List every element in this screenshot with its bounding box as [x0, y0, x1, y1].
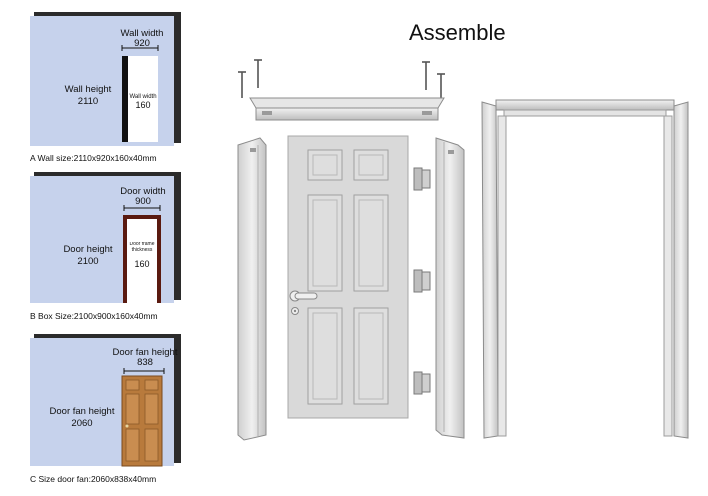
door-leaf [287, 135, 409, 419]
wall-opening [128, 56, 158, 142]
caption-box-size: B Box Size:2100x900x160x40mm [30, 311, 158, 321]
door-frame-thickness-label: Door frame thickness [129, 242, 155, 253]
screw-icon [238, 71, 246, 98]
door-frame-thickness-value: 160 [134, 259, 149, 269]
door-fan-height-value: 2060 [71, 418, 92, 429]
hinge-icon [413, 167, 431, 191]
door-width-label: Door width [120, 186, 165, 197]
wall-height-label: Wall height [65, 84, 112, 95]
wall-width-label: Wall width [121, 28, 164, 39]
panel-door-fan: Door fan height 838 Door fan height 2060 [30, 334, 181, 468]
assembly-diagram [237, 59, 689, 441]
frame-header-piece [249, 97, 445, 121]
wall-width-value: 920 [134, 38, 150, 49]
door-fan-height-label: Door fan height [50, 406, 115, 417]
screw-icon [422, 61, 430, 90]
screw-icon [254, 59, 262, 88]
door-box-opening [127, 219, 157, 303]
wall-height-value: 2110 [78, 96, 98, 107]
door-fan-width-value: 838 [137, 357, 153, 368]
left-jamb [237, 137, 267, 441]
wood-door-illustration [121, 375, 163, 467]
assemble-title: Assemble [409, 20, 506, 45]
wall-depth-label: Wall width [129, 94, 156, 100]
door-width-value: 900 [135, 196, 151, 207]
door-height-label: Door height [63, 244, 112, 255]
wall-depth-value: 160 [135, 100, 150, 110]
panel-box-size: Door width 900 Door height 2100 Door fra… [30, 172, 181, 305]
door-height-value: 2100 [77, 256, 98, 267]
panel-wall-size: Wall width 920 Wall height 2110 Wall wid… [30, 12, 181, 148]
caption-wall-size: A Wall size:2110x920x160x40mm [30, 153, 157, 163]
wall-opening-jamb [122, 56, 128, 142]
assembled-door-frame [481, 99, 689, 439]
caption-door-fan: C Size door fan:2060x838x40mm [30, 474, 157, 484]
screw-icon [437, 73, 445, 100]
hinge-icon [413, 371, 431, 395]
right-jamb [435, 137, 465, 439]
door-handle-icon [289, 290, 318, 315]
hinge-icon [413, 269, 431, 293]
door-fan-width-label: Door fan height [113, 347, 178, 358]
